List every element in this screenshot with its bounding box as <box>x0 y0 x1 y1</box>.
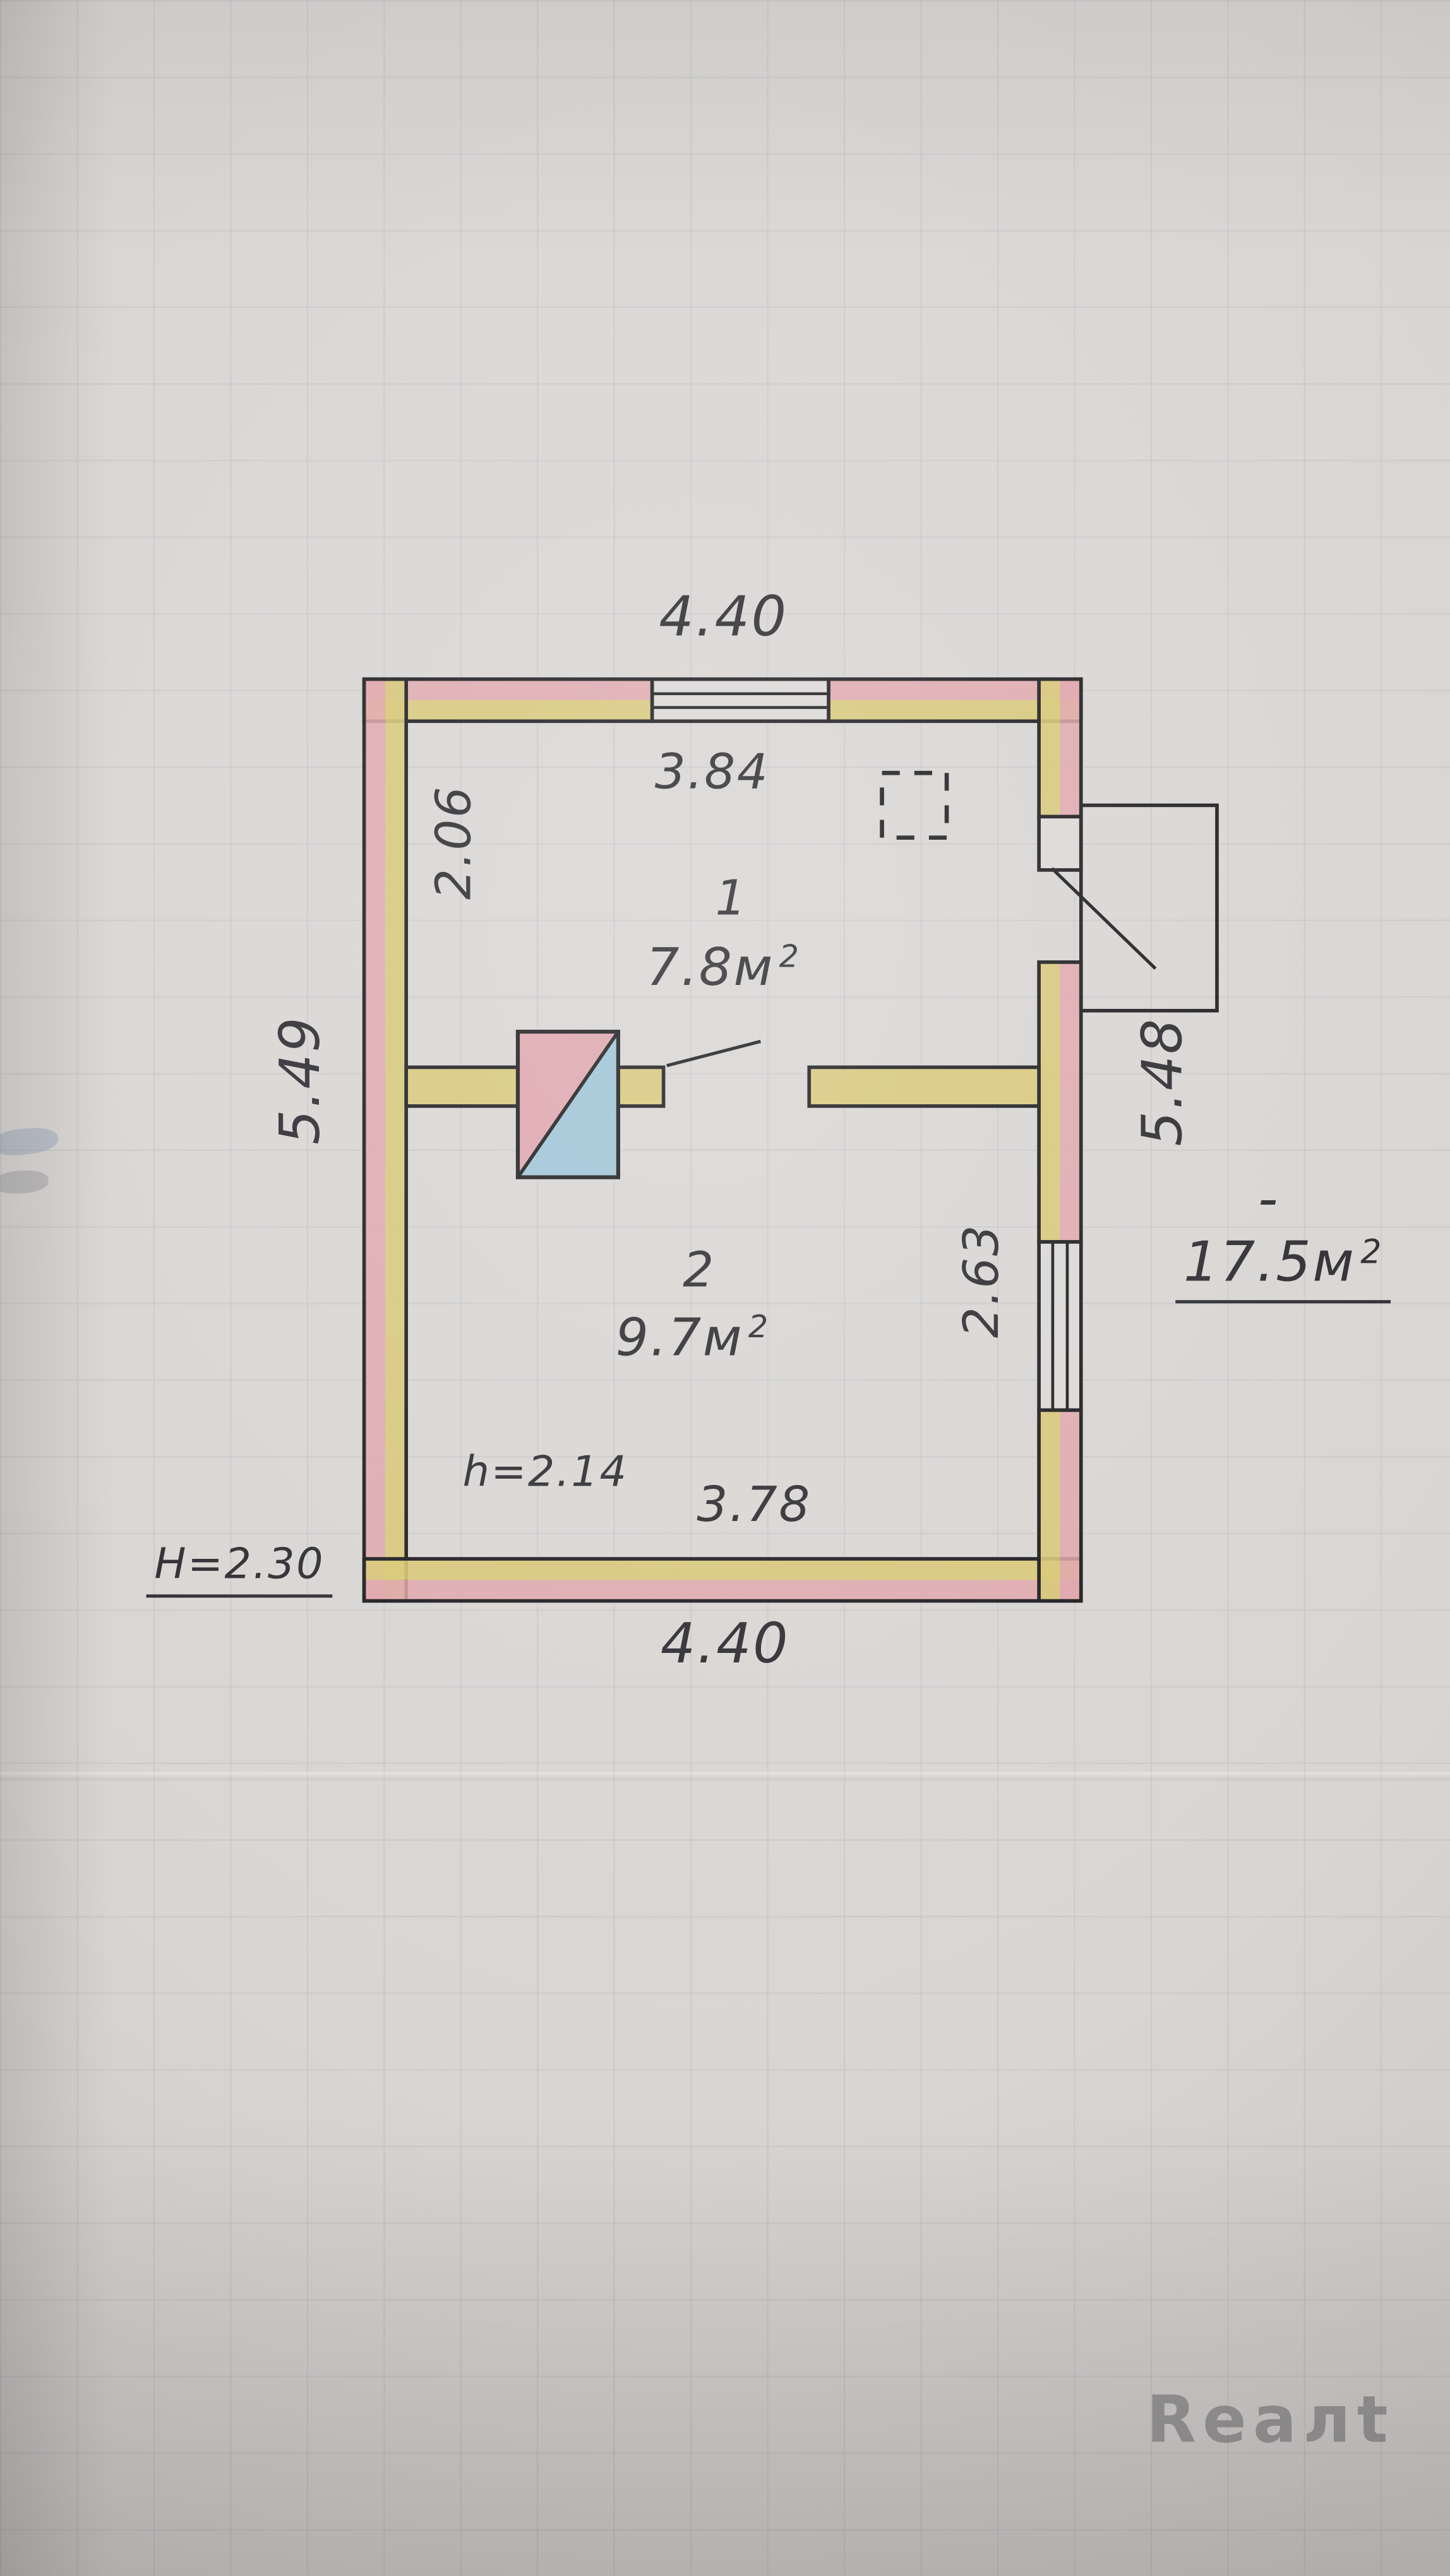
total-area-exponent: 2 <box>1360 1232 1384 1271</box>
window-right-icon <box>1037 1240 1083 1412</box>
room2-area-exponent: 2 <box>748 1309 770 1347</box>
window-top-icon <box>650 677 830 724</box>
room2-number: 2 <box>683 1243 716 1299</box>
room1-area-value: 7.8м <box>646 936 774 998</box>
partition-wall <box>404 1065 1041 1108</box>
wall-right <box>1037 677 1083 1603</box>
dim-left-outer-height: 5.49 <box>268 1015 333 1145</box>
stove-icon <box>515 1029 620 1179</box>
dim-bottom-inner-width: 3.78 <box>697 1477 812 1534</box>
dim-top-inner-width: 3.84 <box>654 744 770 802</box>
porch <box>1050 803 1219 1013</box>
dim-bottom-outer-width: 4.40 <box>660 1612 790 1677</box>
chimney-symbol-icon <box>880 770 949 840</box>
dim-right-outer-height: 5.48 <box>1131 1017 1196 1147</box>
total-area-value: 17.5м <box>1183 1231 1356 1296</box>
dim-room1-left-height: 2.06 <box>426 785 483 900</box>
dim-room2-right-height: 2.63 <box>954 1223 1011 1339</box>
dim-building-height: H=2.30 <box>146 1541 333 1598</box>
entry-door-swing <box>1050 867 1157 970</box>
room1-number: 1 <box>715 871 748 927</box>
room1-area-exponent: 2 <box>779 938 801 976</box>
building-height-value: H=2.30 <box>146 1541 333 1598</box>
dim-room2-ceiling-height: h=2.14 <box>462 1448 628 1498</box>
wall-left <box>362 677 409 1603</box>
door-jamb <box>1037 814 1083 872</box>
dim-top-outer-width: 4.40 <box>659 585 788 650</box>
room2-area-value: 9.7м <box>615 1306 744 1368</box>
wall-bottom <box>362 1557 1083 1603</box>
interior-door-swing <box>666 1039 762 1068</box>
total-area-dash: - <box>1257 1167 1280 1232</box>
watermark-logo: Reaлt <box>1146 2383 1395 2459</box>
